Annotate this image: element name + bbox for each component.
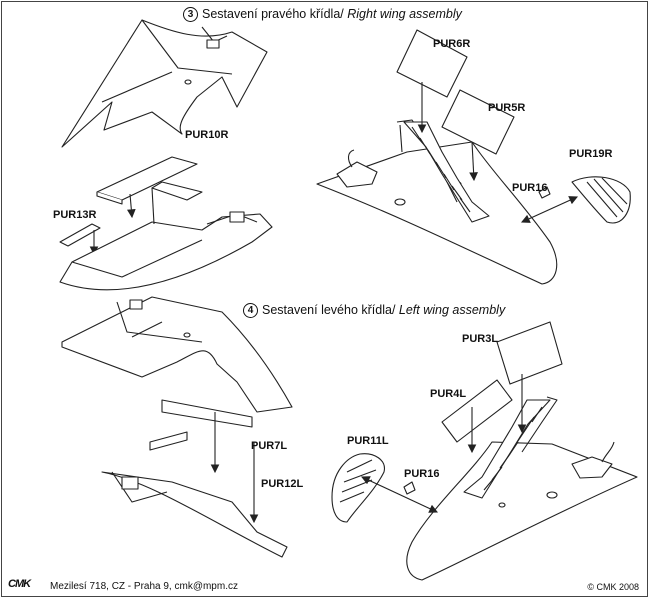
step-3-title: 3 Sestavení pravého křídla/ Right wing as… (183, 7, 462, 22)
pur11l-part (331, 453, 385, 523)
pur13r-part (59, 223, 101, 247)
right-wing-upper-half (61, 19, 268, 148)
right-wing-lower-half (59, 187, 273, 291)
right-wing-lower-surface (316, 119, 558, 285)
left-wing-lower-surface (406, 396, 638, 581)
step-4-text-en: Left wing assembly (398, 303, 506, 317)
pur5r-part (441, 89, 515, 155)
label-pur13r: PUR13R (53, 209, 97, 221)
footer-address: Mezilesí 718, CZ - Praha 9, cmk@mpm.cz (50, 581, 238, 592)
label-pur16-left: PUR16 (404, 468, 440, 480)
pur4l-part (441, 379, 513, 443)
label-pur4l: PUR4L (430, 388, 467, 400)
pur10r-part (96, 156, 198, 205)
step-4-text-cz: Sestavení levého křídla/ (262, 303, 399, 317)
label-pur6r: PUR6R (433, 38, 471, 50)
pur12l-part (149, 431, 188, 451)
pur6r-part (396, 29, 468, 98)
left-wing-upper-half (61, 296, 293, 413)
step-3-number: 3 (183, 7, 198, 22)
step-4-number: 4 (243, 303, 258, 318)
label-pur19r: PUR19R (569, 148, 613, 160)
step-3-text-cz: Sestavení pravého křídla/ (202, 7, 348, 21)
pur3l-part (496, 321, 563, 385)
pur7l-part (161, 399, 253, 428)
footer-copyright: © CMK 2008 (587, 582, 639, 592)
label-pur12l: PUR12L (261, 478, 304, 490)
label-pur16-right: PUR16 (512, 182, 548, 194)
label-pur3l: PUR3L (462, 333, 499, 345)
pur16-part-right (538, 186, 551, 199)
step-4-title: 4 Sestavení levého křídla/ Left wing asse… (243, 303, 505, 318)
label-pur11l: PUR11L (347, 435, 389, 447)
step-3-text-en: Right wing assembly (347, 7, 462, 21)
cmk-logo: CMK (8, 578, 31, 590)
label-pur10r: PUR10R (185, 129, 229, 141)
small-flap-part (151, 181, 203, 201)
label-pur7l: PUR7L (251, 440, 288, 452)
label-pur5r: PUR5R (488, 102, 526, 114)
pur16-part-left (403, 481, 416, 495)
left-wing-lower-half (101, 471, 288, 558)
pur19r-part (571, 176, 631, 224)
